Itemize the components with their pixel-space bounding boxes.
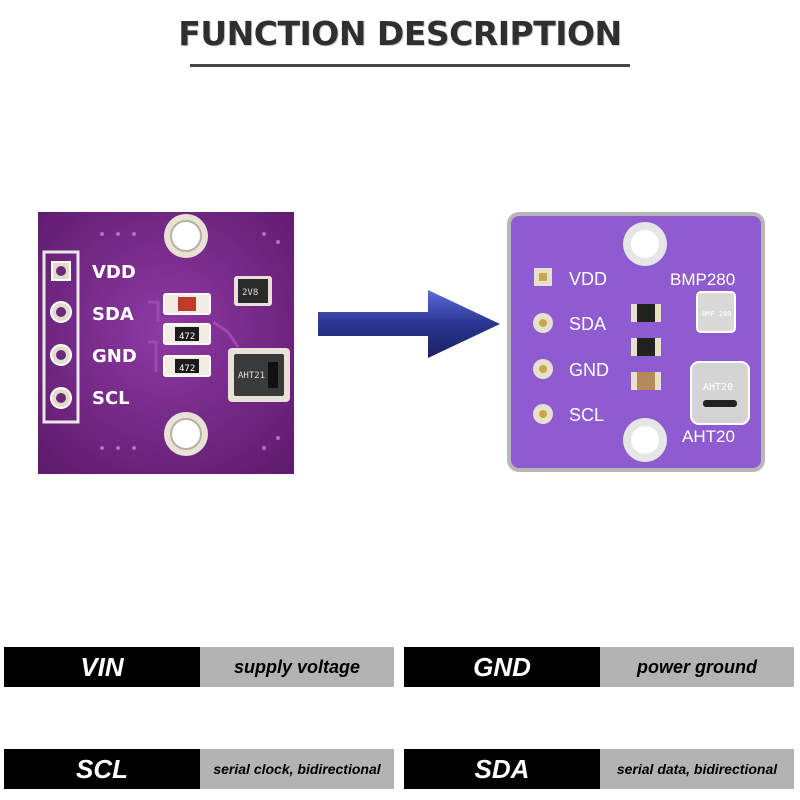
diagram-aht-label: AHT20 bbox=[682, 427, 735, 446]
diagram-aht-chip-text: AHT20 bbox=[703, 382, 733, 393]
board-diagram: VDD SDA GND SCL BMP280 BMP 280 AHT20 AHT… bbox=[507, 212, 765, 474]
pin-row-sda: SDA serial data, bidirectional bbox=[404, 749, 794, 789]
photo-resistor-2 bbox=[163, 355, 211, 377]
photo-resistor-2-mark: 472 bbox=[179, 364, 195, 374]
pin-row-gnd: GND power ground bbox=[404, 647, 794, 687]
pin-desc-vin: supply voltage bbox=[200, 647, 394, 687]
transform-arrow bbox=[316, 288, 502, 360]
photo-chip-large-text: AHT21 bbox=[238, 371, 265, 381]
photo-pin-label-sda: SDA bbox=[92, 304, 134, 325]
photo-pin-label-vdd: VDD bbox=[92, 262, 136, 283]
board-photo: VDD SDA GND SCL 472 472 2V8 bbox=[38, 212, 294, 474]
diagram-bmp-chip-text: BMP 280 bbox=[702, 310, 732, 318]
photo-pin-label-gnd: GND bbox=[92, 346, 137, 367]
diagram-component-1 bbox=[631, 304, 661, 322]
photo-hole-top bbox=[164, 214, 208, 258]
arrow-shape bbox=[318, 290, 500, 358]
photo-chip-small bbox=[234, 276, 272, 306]
diagram-hole-top bbox=[623, 222, 667, 266]
diagram-aht-chip bbox=[690, 361, 750, 425]
pin-desc-gnd: power ground bbox=[600, 647, 794, 687]
pin-desc-scl: serial clock, bidirectional bbox=[200, 749, 394, 789]
photo-traces bbox=[148, 300, 240, 372]
photo-component-top bbox=[163, 293, 211, 315]
pin-name-vin: VIN bbox=[4, 647, 200, 687]
photo-pin-label-scl: SCL bbox=[92, 388, 130, 409]
pin-row-vin: VIN supply voltage bbox=[4, 647, 394, 687]
diagram-hole-bottom bbox=[623, 418, 667, 462]
pin-name-scl: SCL bbox=[4, 749, 200, 789]
photo-pin-pads bbox=[50, 261, 72, 409]
pin-name-sda: SDA bbox=[404, 749, 600, 789]
arrow-svg bbox=[318, 290, 500, 358]
diagram-pin-label-vdd: VDD bbox=[569, 269, 607, 289]
pin-desc-sda: serial data, bidirectional bbox=[600, 749, 794, 789]
pin-name-gnd: GND bbox=[404, 647, 600, 687]
photo-chip-large bbox=[228, 348, 290, 402]
title-underline bbox=[190, 64, 630, 67]
diagram-pin-label-sda: SDA bbox=[569, 314, 606, 334]
photo-resistor-1-mark: 472 bbox=[179, 332, 195, 342]
page-title: FUNCTION DESCRIPTION bbox=[178, 14, 622, 53]
diagram-bmp-chip bbox=[696, 291, 736, 333]
board-diagram-svg: VDD SDA GND SCL BMP280 BMP 280 AHT20 AHT… bbox=[507, 212, 765, 472]
diagram-pin-label-gnd: GND bbox=[569, 360, 609, 380]
diagram-component-2 bbox=[631, 338, 661, 356]
photo-vias bbox=[100, 232, 280, 450]
diagram-bmp-label: BMP280 bbox=[670, 270, 735, 289]
diagram-pin-pads bbox=[533, 268, 553, 424]
photo-resistor-1 bbox=[163, 323, 211, 345]
photo-chip-small-text: 2V8 bbox=[242, 288, 258, 298]
pin-row-scl: SCL serial clock, bidirectional bbox=[4, 749, 394, 789]
photo-hole-bottom bbox=[164, 412, 208, 456]
board-photo-svg: VDD SDA GND SCL 472 472 2V8 bbox=[38, 212, 294, 474]
photo-header-outline bbox=[42, 250, 80, 424]
diagram-pin-label-scl: SCL bbox=[569, 405, 604, 425]
diagram-component-3 bbox=[631, 372, 661, 390]
